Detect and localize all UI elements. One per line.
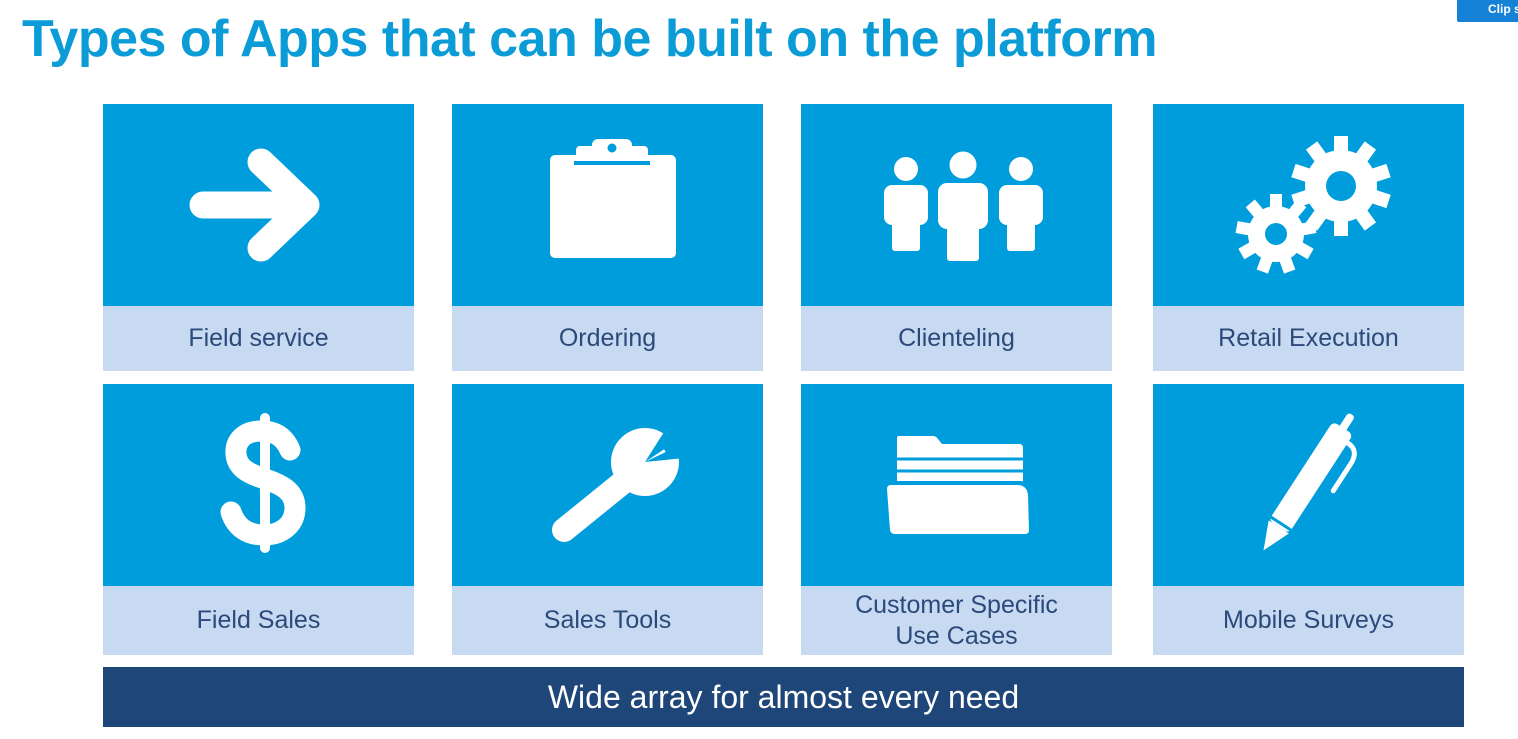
tile-sales-tools: Sales Tools — [452, 384, 763, 655]
tile-label: Sales Tools — [543, 606, 672, 634]
tile-field-sales: Field Sales — [103, 384, 414, 655]
tile-label-panel: Retail Execution — [1153, 306, 1464, 371]
tile-label-panel: Mobile Surveys — [1153, 586, 1464, 655]
tile-retail-execution: Retail Execution — [1153, 104, 1464, 371]
tile-icon-panel — [452, 384, 763, 586]
summary-banner: Wide array for almost every need — [103, 667, 1464, 727]
tile-icon-panel — [103, 384, 414, 586]
tile-label-panel: Field service — [103, 306, 414, 371]
tile-label: Clienteling — [898, 324, 1015, 352]
tile-clienteling: Clienteling — [801, 104, 1112, 371]
people-group-icon — [884, 151, 1043, 261]
gears-icon — [1235, 136, 1391, 274]
tile-label-panel: Field Sales — [103, 586, 414, 655]
tile-mobile-surveys: Mobile Surveys — [1153, 384, 1464, 655]
banner-text: Wide array for almost every need — [547, 678, 1020, 715]
tile-icon-panel — [103, 104, 414, 306]
tile-icon-panel — [1153, 104, 1464, 306]
tile-icon-panel — [452, 104, 763, 306]
tile-icon-panel — [801, 104, 1112, 306]
page-title: Types of Apps that can be built on the p… — [22, 10, 1157, 68]
clip-button[interactable]: Clip s — [1457, 0, 1518, 22]
dollar-sign-icon — [220, 413, 306, 553]
arrow-right-icon — [189, 148, 320, 262]
tile-label-panel: Customer Specific Use Cases — [801, 586, 1112, 655]
tile-label: Field Sales — [196, 606, 321, 634]
wrench-icon — [552, 428, 704, 542]
tile-icon-panel — [801, 384, 1112, 586]
tile-label: Mobile Surveys — [1223, 606, 1394, 634]
tile-label: Retail Execution — [1218, 324, 1399, 352]
tile-label-panel: Ordering — [452, 306, 763, 371]
tile-label-panel: Clienteling — [801, 306, 1112, 371]
folder-icon — [885, 436, 1031, 534]
pen-icon — [1263, 413, 1357, 551]
tile-label-panel: Sales Tools — [452, 586, 763, 655]
tile-customer-specific-use-cases: Customer Specific Use Cases — [801, 384, 1112, 655]
tile-label: Field service — [188, 324, 329, 352]
tile-icon-panel — [1153, 384, 1464, 586]
tile-field-service: Field service — [103, 104, 414, 371]
tile-label: Customer Specific Use Cases — [855, 590, 1058, 650]
clipboard-icon — [550, 139, 676, 258]
tile-label: Ordering — [558, 324, 657, 352]
tile-ordering: Ordering — [452, 104, 763, 371]
